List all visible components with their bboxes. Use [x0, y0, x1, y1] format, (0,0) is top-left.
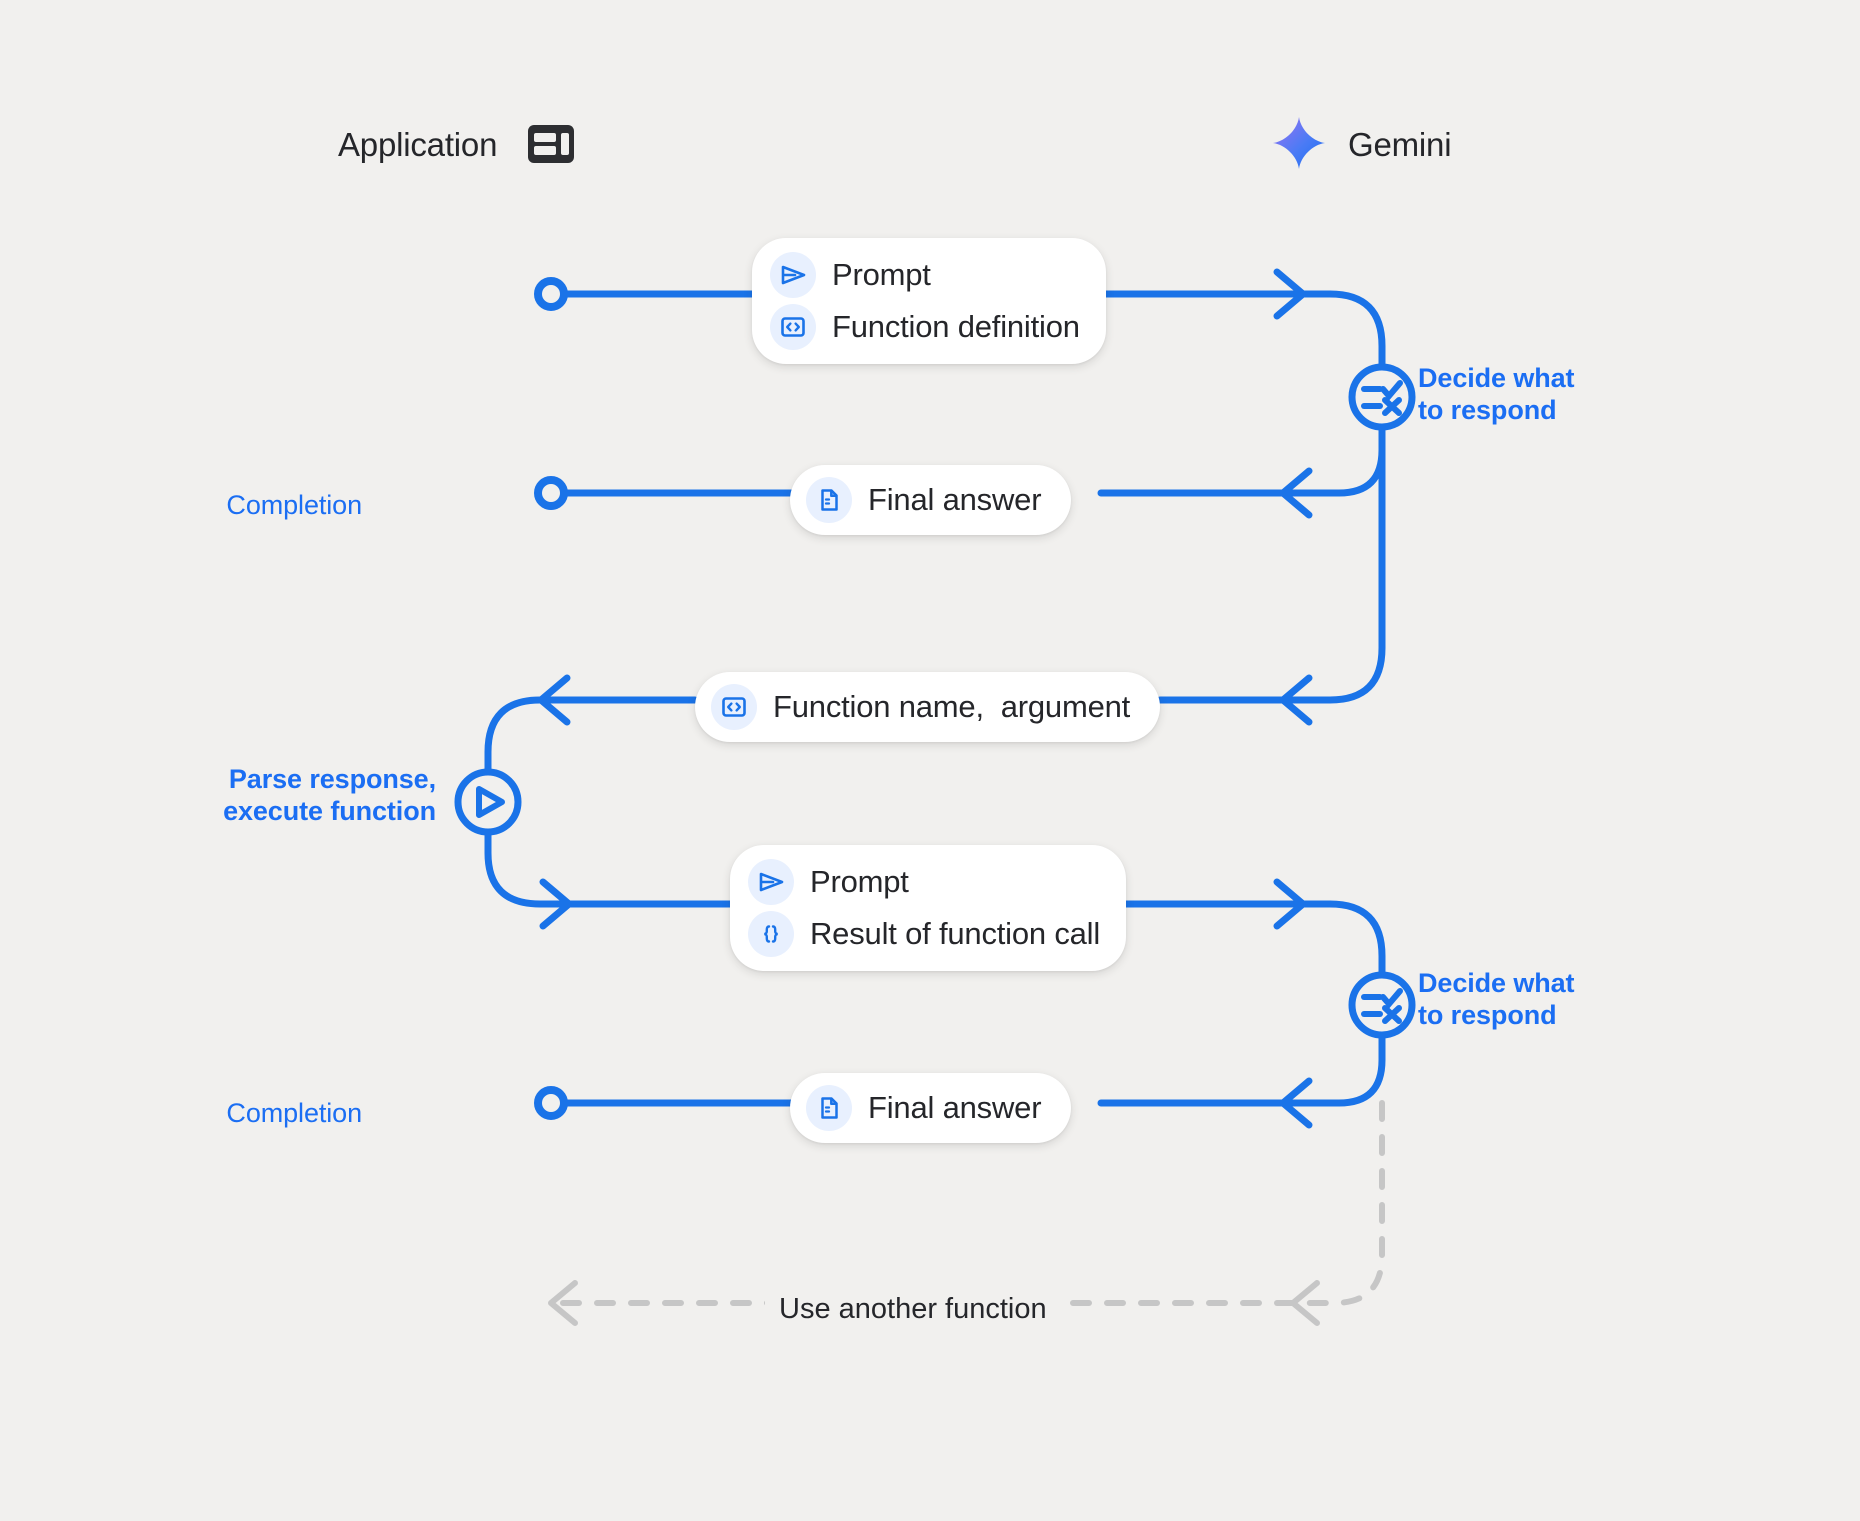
- message-bubble-final-answer-1[interactable]: Final answer: [790, 465, 1072, 535]
- bubble-text: Function name, argument: [773, 689, 1131, 724]
- bubble-text: Result of function call: [810, 916, 1101, 951]
- bubble-row: Final answer: [806, 1085, 1042, 1131]
- label-completion-1: Completion: [226, 490, 362, 520]
- label-use-another-function: Use another function: [765, 1292, 1061, 1327]
- bubble-text: Prompt: [832, 257, 931, 292]
- label-completion-2: Completion: [226, 1098, 362, 1128]
- document-icon: [806, 1085, 852, 1131]
- send-arrow-icon: [748, 859, 794, 905]
- annotation-parse-execute: Parse response, execute function: [223, 764, 436, 826]
- bubble-text: Final answer: [868, 1090, 1042, 1125]
- code-brackets-icon: [711, 684, 757, 730]
- bubble-row: Prompt: [748, 859, 1100, 905]
- node-execute-function: [454, 768, 522, 836]
- bubble-row: Result of function call: [748, 911, 1100, 957]
- bubble-row: Function definition: [770, 304, 1080, 350]
- curly-braces-icon: [748, 911, 794, 957]
- bubble-row: Prompt: [770, 252, 1080, 298]
- flow-prompt-result: [484, 828, 1386, 997]
- message-bubble-final-answer-2[interactable]: Final answer: [790, 1073, 1072, 1143]
- flow-final-answer-2: [534, 1031, 1386, 1129]
- bubble-text: Prompt: [810, 864, 909, 899]
- gemini-sparkle-icon: [1273, 117, 1325, 169]
- flow-prompt-to-gemini: [534, 268, 1386, 389]
- send-arrow-icon: [770, 252, 816, 298]
- actor-label-application: Application: [338, 126, 498, 163]
- bubble-text: Final answer: [868, 482, 1042, 517]
- document-icon: [806, 477, 852, 523]
- message-bubble-prompt-function-definition[interactable]: Prompt Function definition: [752, 238, 1106, 364]
- actor-label-gemini: Gemini: [1348, 126, 1452, 163]
- code-brackets-icon: [770, 304, 816, 350]
- bubble-row: Function name, argument: [711, 684, 1130, 730]
- flow-function-call: [484, 423, 1386, 784]
- annotation-decide-2: Decide what to respond: [1418, 968, 1575, 1030]
- annotation-decide-1: Decide what to respond: [1418, 363, 1575, 425]
- bubble-row: Final answer: [806, 477, 1042, 523]
- node-decision-1: [1348, 363, 1416, 431]
- node-decision-2: [1348, 971, 1416, 1039]
- message-bubble-prompt-result-of-function-call[interactable]: Prompt Result of function call: [730, 845, 1127, 971]
- app-window-icon: [528, 125, 574, 163]
- message-bubble-function-name-argument[interactable]: Function name, argument: [695, 672, 1161, 742]
- bubble-text: Function definition: [832, 309, 1080, 344]
